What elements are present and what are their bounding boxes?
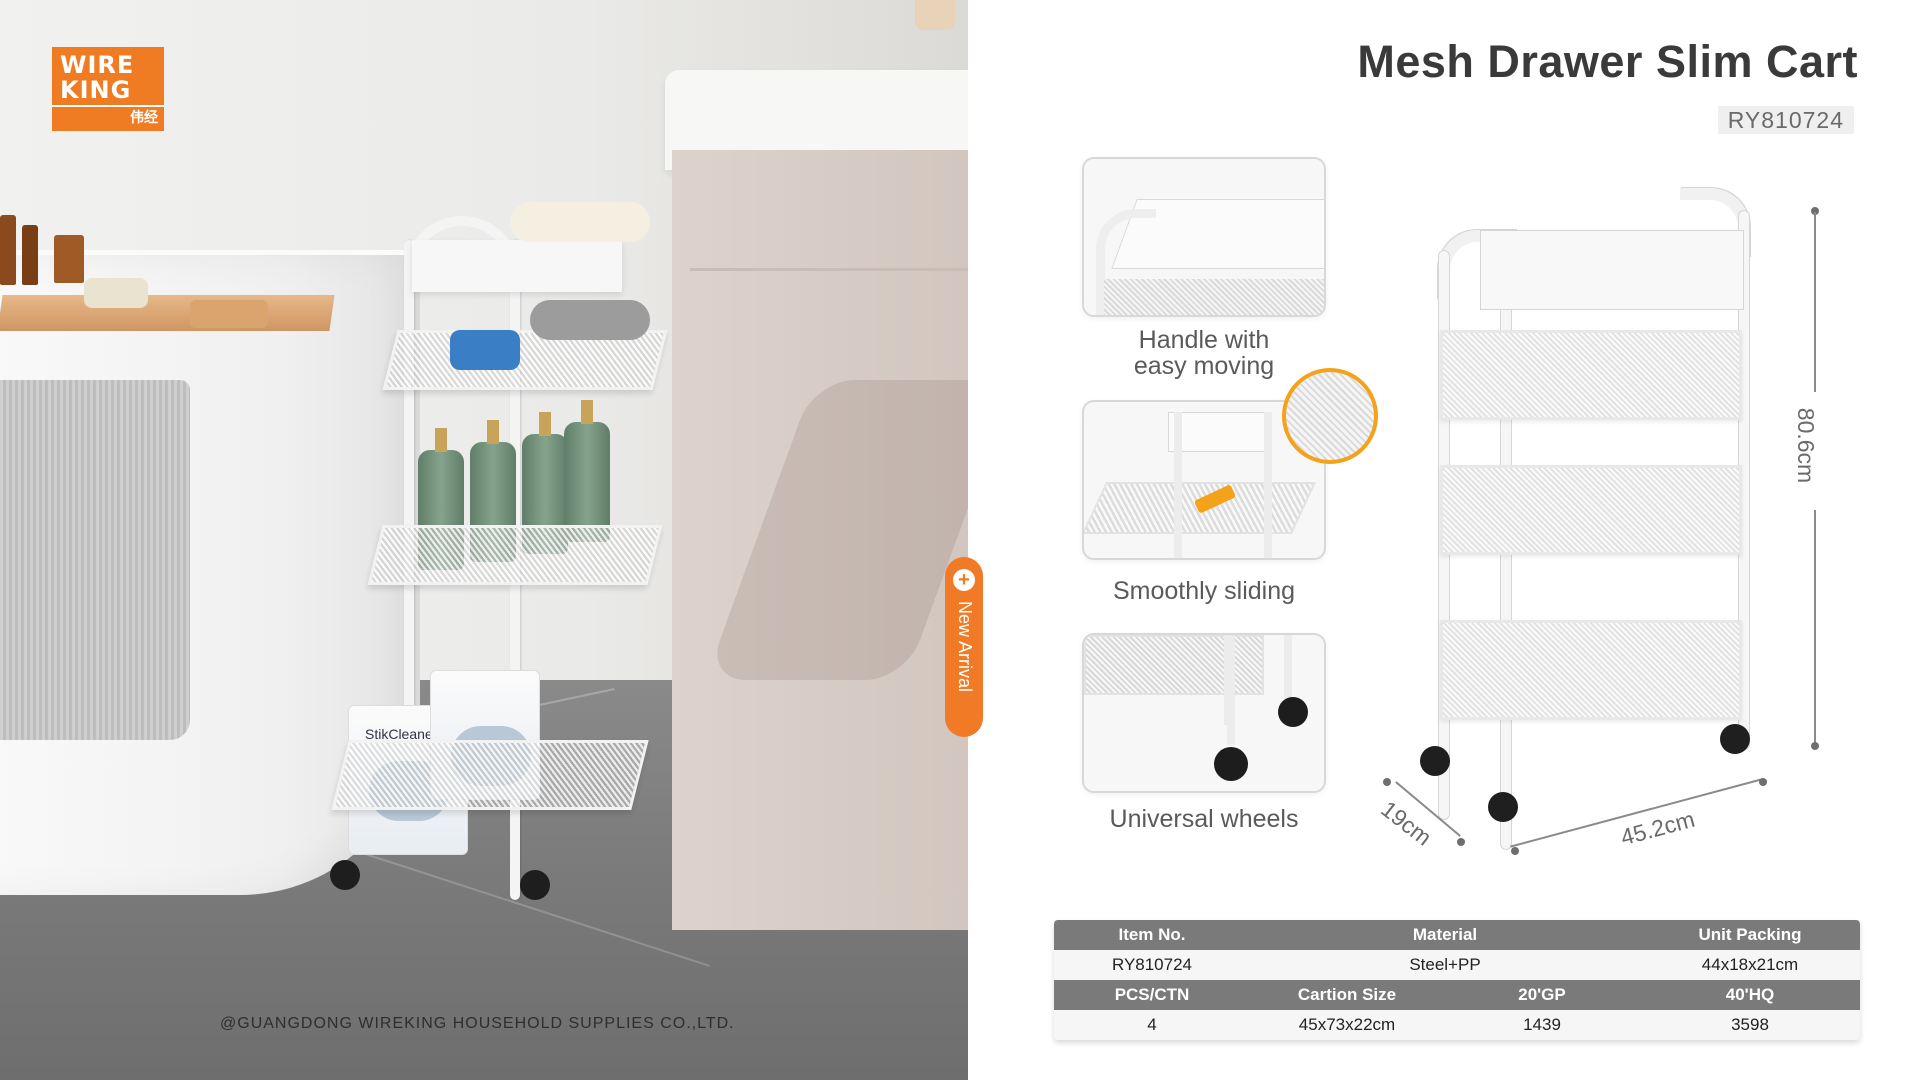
zoom-detail-circle	[1282, 368, 1378, 464]
cart-wheel	[330, 860, 360, 890]
bath-bombs	[510, 202, 650, 242]
dimension-endpoint	[1811, 207, 1819, 215]
cart-wheel	[1720, 724, 1750, 754]
spec-header-cell: PCS/CTN	[1114, 985, 1190, 1004]
pole-detail	[1227, 635, 1235, 745]
spec-value-row: 4 45x73x22cm 1439 3598	[1054, 1010, 1860, 1040]
spec-table: Item No. Material Unit Packing RY810724 …	[1054, 920, 1860, 1040]
brand-logo: WIRE KING 伟经	[52, 47, 164, 131]
spec-value-cell: 4	[1147, 1015, 1157, 1034]
bottle	[54, 235, 84, 283]
spec-header-cell: 40'HQ	[1725, 985, 1775, 1004]
spec-header-cell: Unit Packing	[1698, 925, 1802, 944]
copyright-text: @GUANGDONG WIREKING HOUSEHOLD SUPPLIES C…	[220, 1015, 735, 1032]
wheel-detail	[1214, 747, 1248, 781]
cart-basket	[1440, 465, 1742, 555]
brush	[190, 300, 268, 328]
logo-text: KING	[60, 76, 132, 104]
bottle	[22, 225, 38, 285]
logo-divider	[52, 105, 164, 107]
spec-value-row: RY810724 Steel+PP 44x18x21cm	[1054, 950, 1860, 980]
faucet-base	[915, 0, 955, 30]
height-dimension-line	[1814, 212, 1816, 392]
dimension-endpoint	[1457, 838, 1465, 846]
bottle	[0, 215, 16, 285]
cart-wheel	[1488, 792, 1518, 822]
feature-image-wheels	[1082, 633, 1326, 793]
new-arrival-tab[interactable]: + New Arrival	[945, 557, 983, 737]
cart-basket	[1440, 330, 1742, 420]
spec-header-row: Item No. Material Unit Packing	[1054, 920, 1860, 950]
cart-top-tray	[412, 240, 622, 292]
cabinet-seam	[690, 268, 968, 271]
cart-diagram	[1420, 180, 1780, 850]
bath-tray	[0, 295, 335, 331]
mesh-detail	[1104, 279, 1324, 315]
dimension-endpoint	[1759, 778, 1767, 786]
feature-label: Smoothly sliding	[1112, 577, 1296, 605]
pouch-label: StikCleaner	[365, 726, 438, 742]
height-dimension-label: 80.6cm	[1793, 407, 1820, 484]
spec-value-cell: 44x18x21cm	[1701, 955, 1799, 974]
handle-detail	[1096, 209, 1156, 315]
spec-header-cell: Item No.	[1118, 925, 1186, 944]
cart-basket	[1440, 620, 1742, 720]
cart-top-tray	[1480, 230, 1744, 310]
product-code-badge: RY810724	[1717, 106, 1854, 134]
cart-wheel	[520, 870, 550, 900]
mesh-detail	[1084, 635, 1264, 695]
jar	[84, 278, 148, 308]
dimension-endpoint	[1811, 742, 1819, 750]
pole-detail	[1174, 412, 1182, 558]
plus-icon: +	[953, 569, 975, 591]
feature-label: easy moving	[1133, 352, 1275, 380]
spec-header-cell: 20'GP	[1518, 985, 1566, 1004]
logo-chinese-text: 伟经	[130, 109, 158, 125]
feature-image-sliding	[1082, 400, 1326, 560]
product-title: Mesh Drawer Slim Cart	[1357, 36, 1858, 87]
tray-detail	[1168, 412, 1268, 452]
spec-value-cell: Steel+PP	[1409, 955, 1481, 974]
spec-value-cell: 1439	[1523, 1015, 1561, 1034]
towel	[0, 380, 190, 740]
height-dimension-line	[1814, 510, 1816, 745]
spec-header-row: PCS/CTN Cartion Size 20'GP 40'HQ	[1054, 980, 1860, 1010]
rolled-towel	[530, 300, 650, 340]
new-arrival-label: New Arrival	[955, 601, 975, 693]
wheel-detail	[1278, 697, 1308, 727]
dimension-endpoint	[1511, 847, 1519, 855]
soap-bottle	[564, 400, 610, 542]
cart-basket	[367, 525, 663, 585]
feature-label: Universal wheels	[1109, 805, 1299, 833]
jar	[450, 330, 520, 370]
spec-value-cell: 45x73x22cm	[1298, 1015, 1396, 1034]
cart-basket	[331, 740, 649, 810]
spec-value-cell: 3598	[1731, 1015, 1769, 1034]
dimension-endpoint	[1383, 778, 1391, 786]
vanity-cabinet	[672, 150, 968, 930]
product-lifestyle-photo: StikCleaner WIRE KING 伟经 @GUANGDONG WIRE…	[0, 0, 968, 1080]
feature-label: Handle with	[1138, 326, 1270, 354]
cart-wheel	[1420, 746, 1450, 776]
spec-header-cell: Cartion Size	[1297, 985, 1397, 1004]
feature-image-handle	[1082, 157, 1326, 317]
photo-cart: StikCleaner	[330, 202, 690, 900]
spec-header-cell: Material	[1412, 925, 1478, 944]
pole-detail	[1284, 635, 1292, 705]
spec-value-cell: RY810724	[1111, 955, 1193, 974]
logo-text: WIRE	[60, 51, 135, 79]
pole-detail	[1264, 412, 1272, 558]
